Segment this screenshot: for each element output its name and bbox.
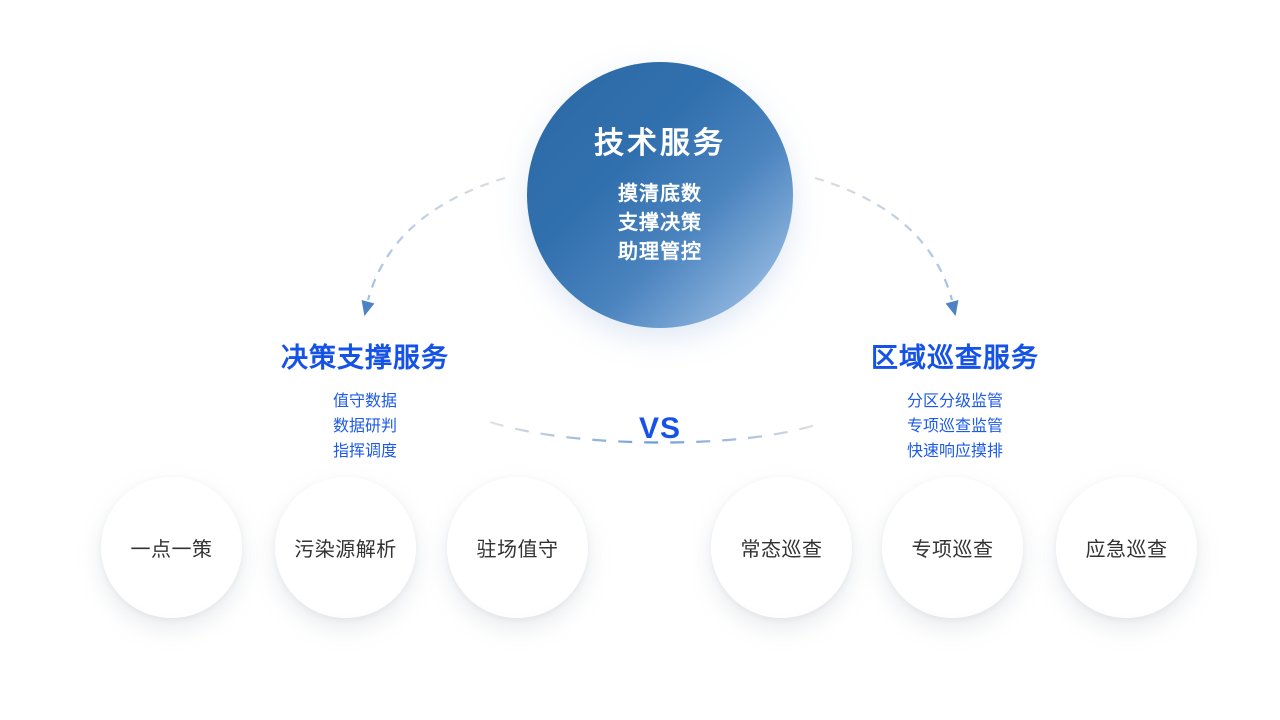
right-branch-item: 专项巡查监管 xyxy=(906,418,1003,435)
bottom-circle-wuranyuanjiexi: 污染源解析 xyxy=(275,477,416,618)
arrowhead-right-icon xyxy=(945,300,959,316)
bottom-circle-label: 污染源解析 xyxy=(294,539,397,561)
left-branch-title: 决策支撑服务 xyxy=(281,343,449,373)
bottom-circle-yingjixuncha: 应急巡查 xyxy=(1056,477,1197,618)
center-item: 摸清底数 xyxy=(618,183,702,205)
left-branch: 决策支撑服务 值守数据 数据研判 指挥调度 xyxy=(255,336,475,464)
versus-label: VS xyxy=(638,412,682,445)
bottom-circle-zhuanxiangxuncha: 专项巡查 xyxy=(882,477,1023,618)
bottom-circle-zhuchangzhishou: 驻场值守 xyxy=(447,477,588,618)
bottom-circle-label: 驻场值守 xyxy=(476,539,559,561)
left-branch-items: 值守数据 数据研判 指挥调度 xyxy=(255,389,475,464)
center-title: 技术服务 xyxy=(594,127,726,160)
bottom-circle-changtaixuncha: 常态巡查 xyxy=(711,477,852,618)
left-branch-item: 指挥调度 xyxy=(332,443,397,460)
bottom-circle-label: 专项巡查 xyxy=(911,539,994,561)
left-branch-item: 数据研判 xyxy=(332,418,397,435)
center-item: 助理管控 xyxy=(618,241,702,263)
bottom-circle-label: 常态巡查 xyxy=(740,539,823,561)
right-branch-items: 分区分级监管 专项巡查监管 快速响应摸排 xyxy=(845,389,1065,464)
left-branch-item: 值守数据 xyxy=(332,393,397,410)
center-item: 支撑决策 xyxy=(618,212,702,234)
right-branch-title: 区域巡查服务 xyxy=(871,343,1039,373)
center-service-circle: 技术服务 摸清底数 支撑决策 助理管控 xyxy=(527,62,793,328)
bottom-circle-label: 应急巡查 xyxy=(1085,539,1168,561)
right-branch: 区域巡查服务 分区分级监管 专项巡查监管 快速响应摸排 xyxy=(845,336,1065,464)
bottom-circle-label: 一点一策 xyxy=(130,539,213,561)
right-branch-item: 快速响应摸排 xyxy=(906,443,1003,460)
bottom-circle-yidianyice: 一点一策 xyxy=(101,477,242,618)
center-items: 摸清底数 支撑决策 助理管控 xyxy=(527,180,793,267)
dashed-arrow-left xyxy=(366,176,506,301)
right-branch-item: 分区分级监管 xyxy=(906,393,1003,410)
dashed-arrow-right xyxy=(814,176,954,301)
arrowhead-left-icon xyxy=(361,300,375,316)
